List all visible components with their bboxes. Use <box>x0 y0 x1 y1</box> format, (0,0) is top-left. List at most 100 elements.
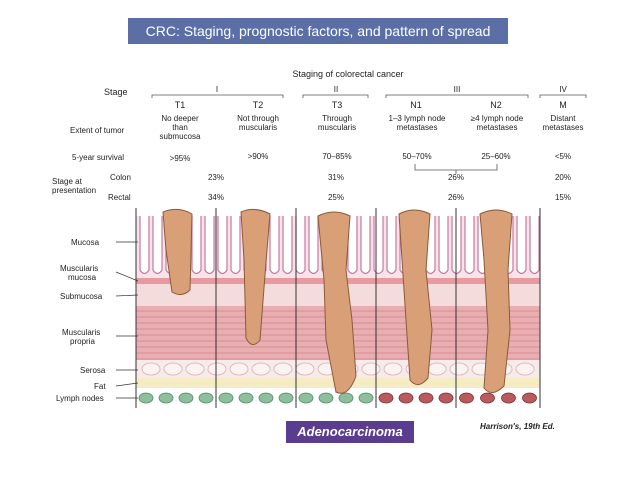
substage-n2: N2 <box>490 100 502 110</box>
row-label-survival: 5-year survival <box>72 153 125 162</box>
crypt <box>529 216 540 275</box>
lymph-node <box>218 392 234 404</box>
lymph-node <box>358 392 374 404</box>
crypt <box>269 216 280 275</box>
crypt <box>347 216 358 275</box>
row-label-colon: Colon <box>110 173 131 182</box>
lymph-node <box>238 392 254 404</box>
serosa-cell <box>163 362 183 376</box>
row-label-stage: Stage <box>104 87 128 97</box>
crypt <box>152 216 163 275</box>
extent-t1: No deeper than submucosa <box>150 114 210 141</box>
crypt <box>204 216 215 275</box>
source-credit: Harrison's, 19th Ed. <box>480 422 555 431</box>
lymph-node <box>158 392 174 404</box>
row-label-presentation-1: Stage at <box>52 177 82 186</box>
lymph-nodes <box>138 392 537 404</box>
stage-roman-3: III <box>453 85 461 94</box>
lymph-node <box>258 392 274 404</box>
crypt <box>438 216 449 275</box>
serosa-cell <box>295 362 315 376</box>
survival-m: <5% <box>554 152 572 161</box>
stage-roman-4: IV <box>559 85 567 94</box>
layer-label-fat: Fat <box>94 382 106 391</box>
layer-label-muscularis-mucosa-1: Muscularis <box>60 264 99 273</box>
stage-roman-1: I <box>215 85 219 94</box>
tumor-n1 <box>398 209 433 385</box>
survival-t2: >90% <box>247 152 269 161</box>
title-banner: CRC: Staging, prognostic factors, and pa… <box>128 18 508 44</box>
extent-t3: Through muscularis <box>307 114 367 132</box>
lymph-node <box>298 392 314 404</box>
serosa-cell <box>427 362 447 376</box>
layer-label-muscularis-mucosa-2: mucosa <box>68 273 97 282</box>
rectal-stage-3: 26% <box>447 193 464 202</box>
tumors <box>162 208 513 394</box>
serosa-cell <box>273 362 293 376</box>
crypt <box>360 216 371 275</box>
row-label-presentation-2: presentation <box>52 186 97 195</box>
extent-m: Distant metastases <box>535 114 591 132</box>
tumor-t2 <box>240 208 271 345</box>
survival-n2: 25–60% <box>481 152 511 161</box>
extent-n1-line1: 1–3 lymph node <box>388 114 446 123</box>
survival-n1: 50–70% <box>402 152 432 161</box>
crypt <box>282 216 293 275</box>
layer-leader-lines <box>115 241 139 399</box>
lymph-node-metastatic <box>501 392 516 404</box>
stage-roman-2: II <box>333 85 339 94</box>
lymph-node <box>338 392 354 404</box>
crypt <box>464 216 475 275</box>
row-label-extent: Extent of tumor <box>70 126 125 135</box>
crypt <box>295 216 306 275</box>
substage-m: M <box>559 100 567 110</box>
lymph-node-metastatic <box>418 392 434 404</box>
crypt <box>139 216 150 275</box>
rectal-stage-4: 15% <box>554 193 571 202</box>
extent-n1-line2: metastases <box>396 123 438 132</box>
crypt <box>191 216 202 275</box>
stage-header-brackets <box>151 94 587 174</box>
serosa-cell <box>251 362 271 376</box>
tumor-t3 <box>317 211 357 394</box>
serosa-cell <box>383 362 403 376</box>
crypt <box>386 216 397 275</box>
serosa-cell <box>361 362 381 376</box>
survival-t1: >95% <box>169 154 191 163</box>
serosa-cell <box>229 362 249 376</box>
lymph-node-metastatic <box>378 392 394 404</box>
panel-dividers <box>135 208 541 408</box>
colon-stage-1: 23% <box>207 173 224 182</box>
extent-n1: 1–3 lymph node metastases <box>384 114 450 132</box>
adenocarcinoma-badge: Adenocarcinoma <box>286 421 414 443</box>
serosa-cell <box>449 362 469 376</box>
lymph-node <box>198 392 214 404</box>
crypt <box>516 216 527 275</box>
layer-label-muscularis-propria-2: propria <box>70 337 95 346</box>
serosa-cell <box>207 362 227 376</box>
serosa-cell <box>515 362 535 376</box>
lymph-node-metastatic <box>522 392 537 404</box>
crypt <box>373 216 384 275</box>
substage-t2: T2 <box>252 100 264 110</box>
extent-t3-line1: Through <box>322 114 352 123</box>
layer-label-lymph-nodes: Lymph nodes <box>56 394 104 403</box>
figure-title: Staging of colorectal cancer <box>292 69 404 79</box>
lymph-node <box>138 392 154 404</box>
layer-label-mucosa: Mucosa <box>71 238 100 247</box>
extent-t1-line1: No deeper <box>161 114 199 123</box>
extent-m-line2: metastases <box>542 123 584 132</box>
layer-label-serosa: Serosa <box>80 366 106 375</box>
substage-t1: T1 <box>174 100 186 110</box>
lymph-node <box>278 392 294 404</box>
tumor-n2 <box>479 209 513 393</box>
lymph-node-metastatic <box>480 392 495 404</box>
lymph-node <box>178 392 194 404</box>
extent-m-line1: Distant <box>550 114 576 123</box>
extent-n2: ≥4 lymph node metastases <box>464 114 530 132</box>
extent-t1-line2: than <box>172 123 188 132</box>
row-label-rectal: Rectal <box>108 193 131 202</box>
extent-t3-line2: muscularis <box>317 123 357 132</box>
extent-t1-line3: submucosa <box>159 132 201 141</box>
